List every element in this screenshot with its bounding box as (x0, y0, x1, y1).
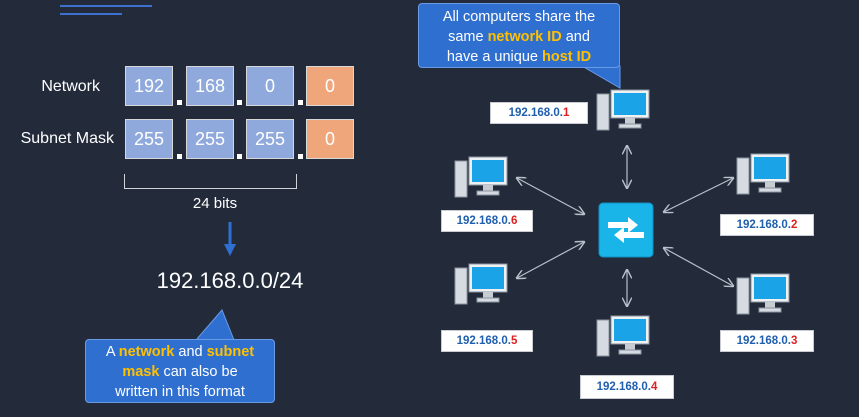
network-id-callout: All computers share the same network ID … (418, 3, 620, 68)
network-switch-icon (598, 202, 654, 258)
computer-5-icon (454, 263, 508, 305)
octet-dot (177, 100, 182, 105)
computer-1-icon (596, 89, 650, 131)
ip-label-host-3: 192.168.0.3 (720, 330, 814, 352)
ip-label-host-1: 192.168.0.1 (490, 102, 588, 124)
network-octet-1: 192 (125, 66, 173, 106)
octet-dot (177, 154, 182, 159)
format-callout: A network and subnet mask can also be wr… (85, 339, 275, 403)
ip-label-host-2: 192.168.0.2 (720, 214, 814, 236)
ip-label-host-6: 192.168.0.6 (441, 210, 533, 232)
octet-dot (237, 100, 242, 105)
computer-2-icon (736, 153, 790, 195)
bits-bracket (124, 174, 297, 189)
octet-dot (298, 100, 303, 105)
bits-label: 24 bits (192, 195, 238, 212)
computer-4-icon (596, 315, 650, 357)
ip-label-host-4: 192.168.0.4 (580, 375, 674, 399)
ip-label-host-5: 192.168.0.5 (441, 330, 533, 352)
network-octet-2: 168 (186, 66, 234, 106)
network-row-label: Network (41, 78, 100, 95)
octet-dot (237, 154, 242, 159)
mask-octet-3: 255 (246, 119, 294, 159)
title-underline-short (60, 13, 122, 15)
octet-dot (298, 154, 303, 159)
mask-octet-1: 255 (125, 119, 173, 159)
network-octet-4: 0 (306, 66, 354, 106)
network-octet-3: 0 (246, 66, 294, 106)
computer-6-icon (454, 156, 508, 198)
subnet-mask-row-label: Subnet Mask (20, 130, 114, 147)
title-underline (60, 5, 152, 7)
mask-octet-2: 255 (186, 119, 234, 159)
computer-3-icon (736, 273, 790, 315)
mask-octet-4: 0 (306, 119, 354, 159)
cidr-notation: 192.168.0.0/24 (156, 268, 304, 293)
